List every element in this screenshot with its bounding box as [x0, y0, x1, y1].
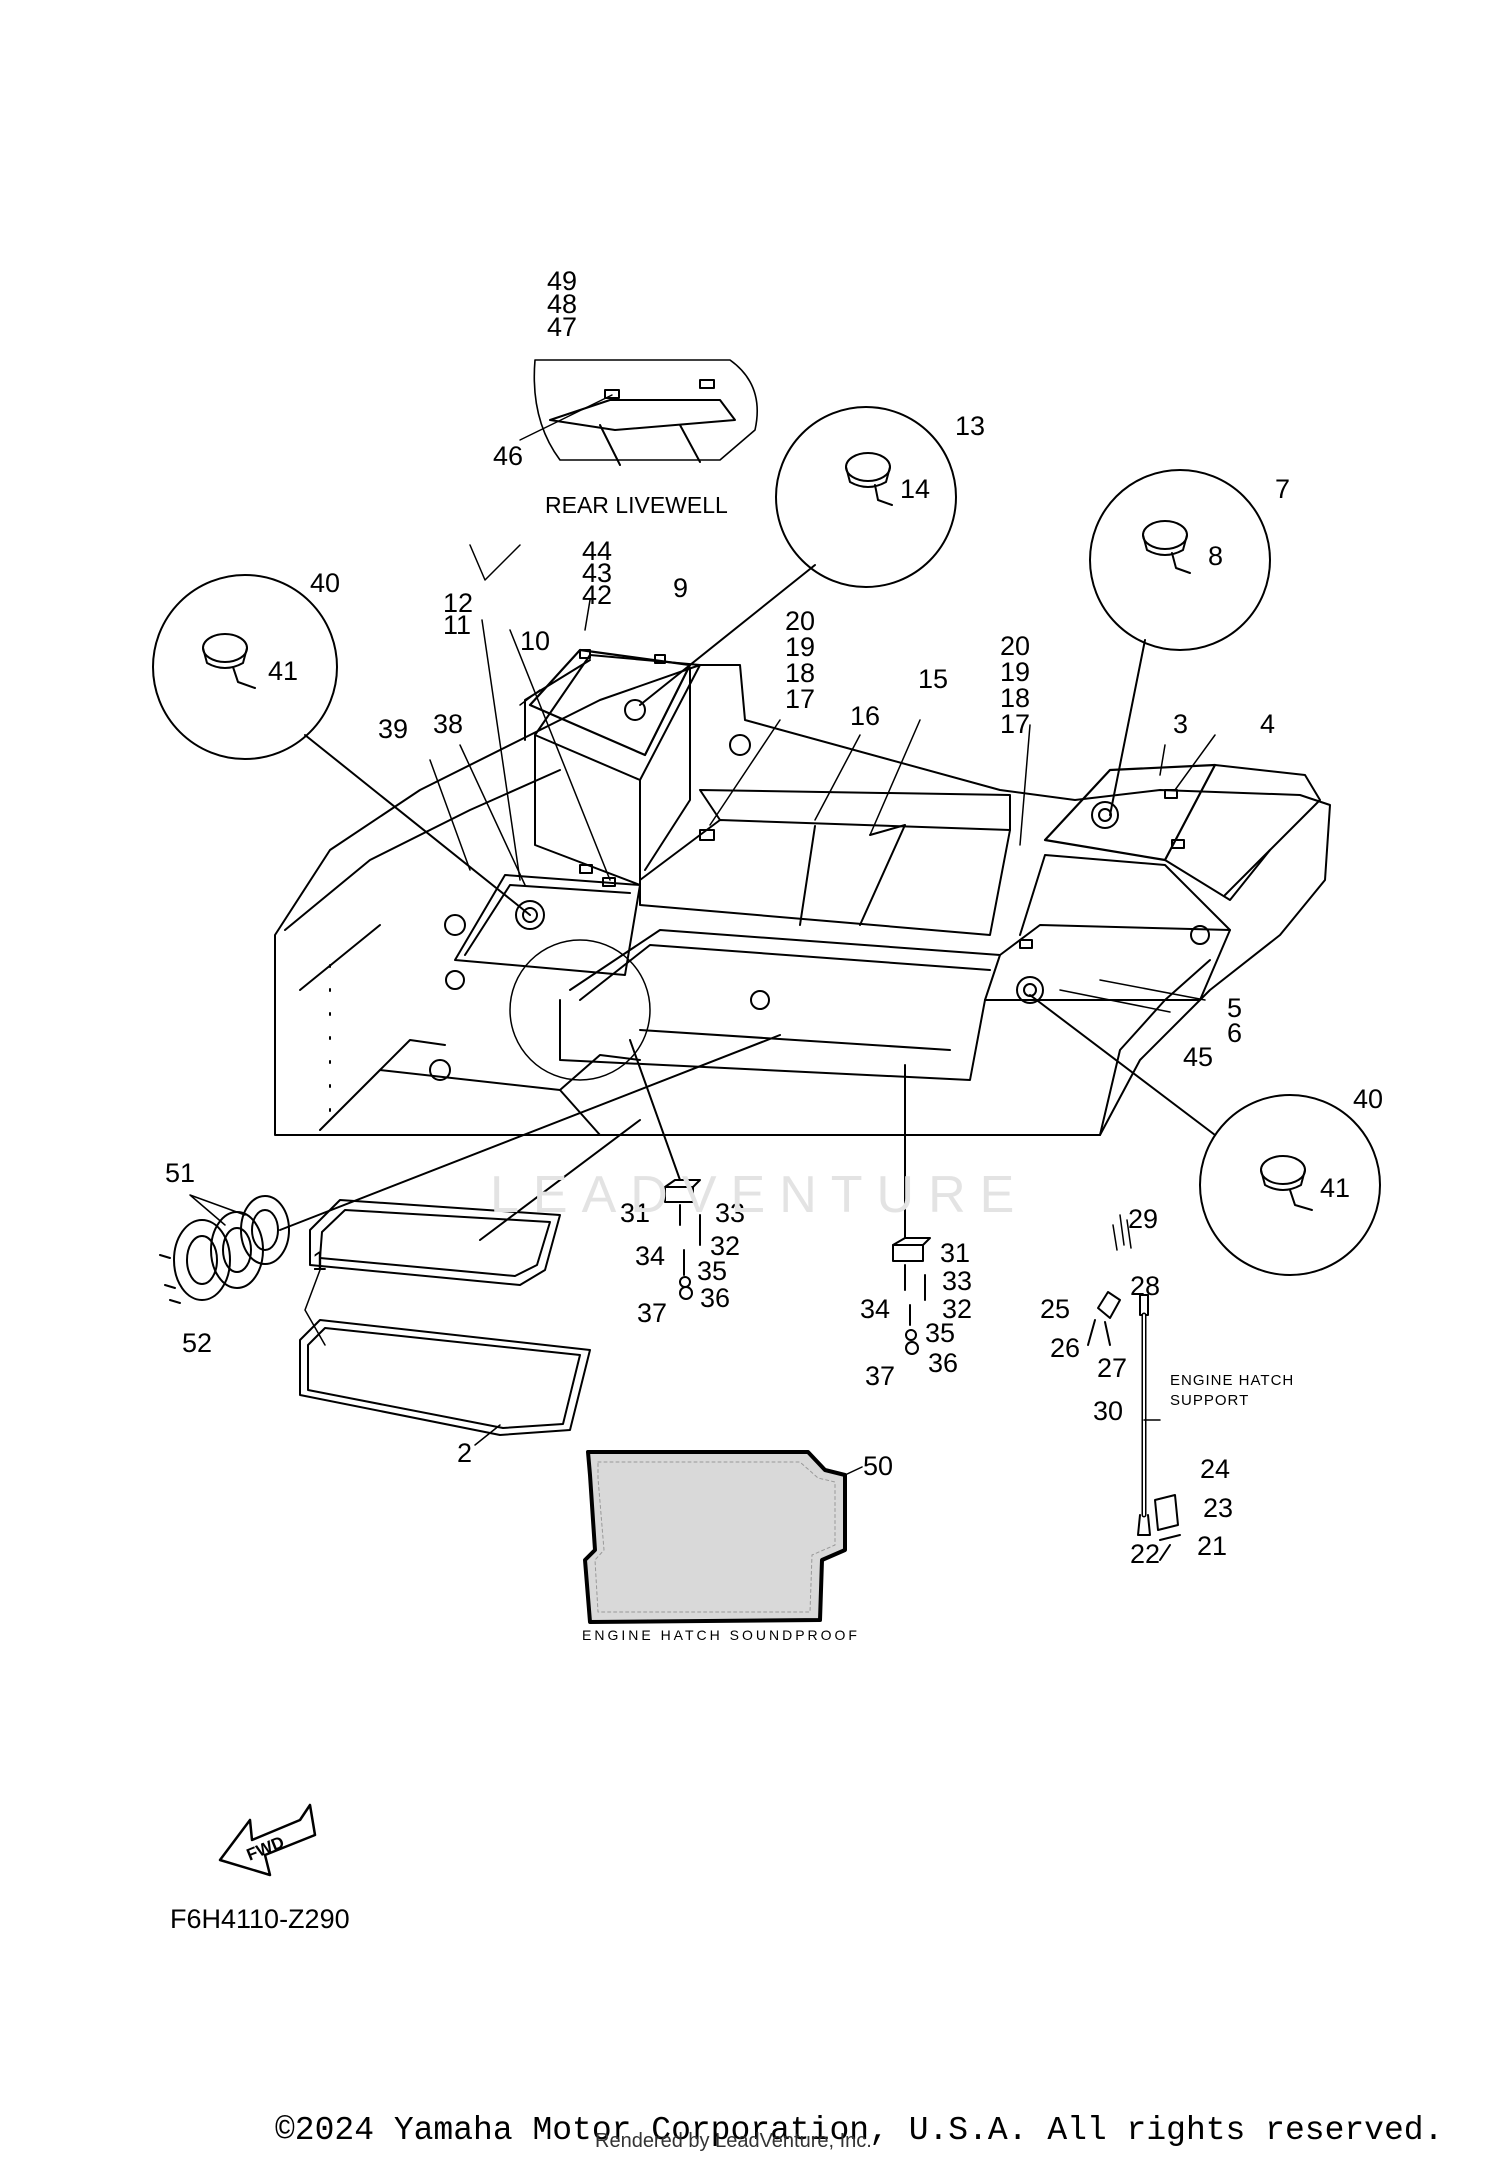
callout-labels: 49 48 47 46 13 14 7 8 40 41 44 43 42 9 1… — [165, 266, 1383, 1569]
hatch-frame — [299, 1119, 641, 1436]
callout-45: 45 — [1183, 1042, 1213, 1072]
detail-circle-13 — [775, 406, 957, 588]
engine-hatch-support — [1087, 1214, 1181, 1561]
callout-49: 49 — [547, 266, 577, 296]
callout-23: 23 — [1203, 1493, 1233, 1523]
callout-27: 27 — [1097, 1353, 1127, 1383]
callout-29: 29 — [1128, 1204, 1158, 1234]
callout-6: 6 — [1227, 1018, 1242, 1048]
callout-37-right: 37 — [865, 1361, 895, 1391]
caption-engine-hatch-soundproof: ENGINE HATCH SOUNDPROOF — [582, 1627, 860, 1643]
callout-50: 50 — [863, 1451, 893, 1481]
callout-13: 13 — [955, 411, 985, 441]
fwd-arrow-icon — [218, 1803, 317, 1877]
callout-2: 2 — [457, 1438, 472, 1468]
caption-rear-livewell: REAR LIVEWELL — [545, 492, 728, 518]
callout-22: 22 — [1130, 1539, 1160, 1569]
callout-52: 52 — [182, 1328, 212, 1358]
callout-1: 1 — [312, 1246, 327, 1276]
callout-5: 5 — [1227, 993, 1242, 1023]
callout-51: 51 — [165, 1158, 195, 1188]
callout-44: 44 — [582, 536, 612, 566]
callout-14: 14 — [900, 474, 930, 504]
callout-40-right: 40 — [1353, 1084, 1383, 1114]
callout-7: 7 — [1275, 474, 1290, 504]
callout-20-right: 20 — [1000, 631, 1030, 661]
callout-8: 8 — [1208, 541, 1223, 571]
callout-48: 48 — [547, 289, 577, 319]
callout-35-left: 35 — [697, 1256, 727, 1286]
latch-set-left — [629, 1039, 701, 1300]
caption-engine-hatch-support-line1: ENGINE HATCH — [1170, 1372, 1294, 1389]
callout-10: 10 — [520, 626, 550, 656]
callout-34-left: 34 — [635, 1241, 665, 1271]
callout-4: 4 — [1260, 709, 1275, 739]
deck-assembly — [274, 648, 1331, 1136]
copyright-notice: ©2024 Yamaha Motor Corporation, U.S.A. A… — [275, 2112, 1444, 2149]
callout-47: 47 — [547, 312, 577, 342]
callout-38: 38 — [433, 709, 463, 739]
caption-engine-hatch-support-line2: SUPPORT — [1170, 1392, 1249, 1409]
rear-livewell-inset — [519, 359, 758, 466]
callout-30: 30 — [1093, 1396, 1123, 1426]
latch-set-right — [892, 1064, 931, 1355]
callout-3: 3 — [1173, 709, 1188, 739]
callout-41-right: 41 — [1320, 1173, 1350, 1203]
callout-17-left: 17 — [785, 684, 815, 714]
callout-19-right: 19 — [1000, 657, 1030, 687]
callout-18-right: 18 — [1000, 683, 1030, 713]
callout-32-right: 32 — [942, 1294, 972, 1324]
callout-20-left: 20 — [785, 606, 815, 636]
callout-43: 43 — [582, 558, 612, 588]
callout-26: 26 — [1050, 1333, 1080, 1363]
callout-28: 28 — [1130, 1271, 1160, 1301]
callout-41-left: 41 — [268, 656, 298, 686]
callout-15: 15 — [918, 664, 948, 694]
rendered-by-notice: Rendered by LeadVenture, Inc. — [595, 2130, 872, 2152]
detail-circle-40-right — [1199, 1094, 1381, 1276]
callout-33-left: 33 — [715, 1198, 745, 1228]
callout-36-left: 36 — [700, 1283, 730, 1313]
callout-33-right: 33 — [942, 1266, 972, 1296]
callout-11: 11 — [443, 610, 471, 640]
watermark: LEADVENTURE — [490, 1166, 1028, 1224]
callout-9: 9 — [673, 573, 688, 603]
callout-17-right: 17 — [1000, 709, 1030, 739]
callout-36-right: 36 — [928, 1348, 958, 1378]
callout-37-left: 37 — [637, 1298, 667, 1328]
callout-25: 25 — [1040, 1294, 1070, 1324]
callout-32-left: 32 — [710, 1231, 740, 1261]
callout-24: 24 — [1200, 1454, 1230, 1484]
through-hull-fitting-51 — [159, 1034, 781, 1304]
callout-16: 16 — [850, 701, 880, 731]
callout-21: 21 — [1197, 1531, 1227, 1561]
callout-31-left: 31 — [620, 1198, 650, 1228]
engine-hatch-soundproof-pad — [583, 1450, 847, 1624]
callout-35-right: 35 — [925, 1318, 955, 1348]
detail-circle-40-left — [152, 574, 338, 760]
callout-39: 39 — [378, 714, 408, 744]
detail-circle-7 — [1089, 469, 1271, 651]
callout-42: 42 — [582, 580, 612, 610]
callout-18-left: 18 — [785, 658, 815, 688]
callout-34-right: 34 — [860, 1294, 890, 1324]
callout-46: 46 — [493, 441, 523, 471]
callout-31-right: 31 — [940, 1238, 970, 1268]
callout-40-left: 40 — [310, 568, 340, 598]
drawing-code: F6H4110-Z290 — [170, 1904, 350, 1934]
callout-12: 12 — [443, 588, 473, 618]
callout-19-left: 19 — [785, 632, 815, 662]
